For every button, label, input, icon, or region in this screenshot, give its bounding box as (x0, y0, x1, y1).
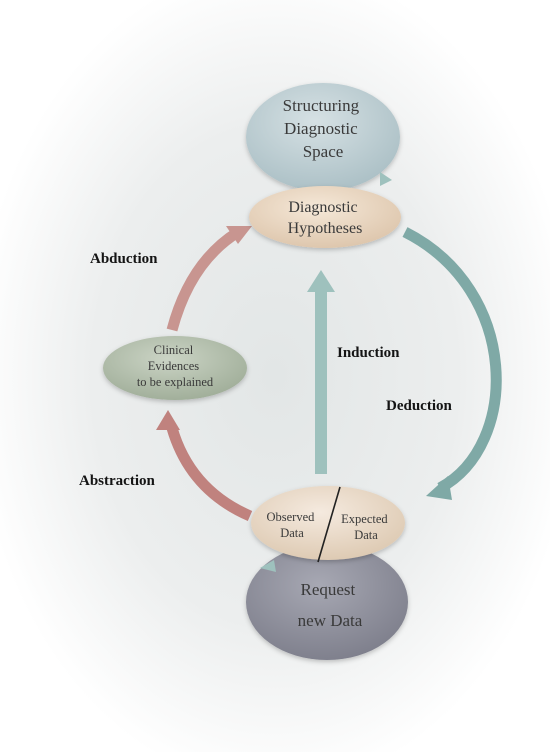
induction-arrow (307, 270, 335, 474)
abstraction-label: Abstraction (79, 473, 155, 489)
structuring-arrow-tip (380, 172, 392, 186)
abstraction-arrow (156, 410, 253, 522)
clinical-evidences-node (103, 336, 247, 400)
structuring-diagnostic-space-node (246, 83, 400, 191)
abduction-label: Abduction (90, 251, 158, 267)
clinical-node-label: Clinical Evidences to be explained (137, 343, 214, 389)
request-arrow-tip (260, 560, 276, 572)
deduction-label: Deduction (386, 398, 452, 414)
request-node-label: Request new Data (298, 580, 363, 630)
hypotheses-node-label: Diagnostic Hypotheses (288, 199, 363, 237)
expected-data-label: Expected Data (341, 512, 391, 542)
request-new-data-node (246, 544, 408, 660)
observed-expected-data-node (251, 486, 405, 560)
deduction-arrow (402, 227, 502, 500)
structuring-node-label: Structuring Diagnostic Space (283, 96, 364, 161)
diagnostic-hypotheses-node (249, 186, 401, 248)
abduction-arrow (166, 226, 252, 332)
induction-label: Induction (337, 345, 400, 361)
observed-data-label: Observed Data (266, 510, 317, 540)
data-divider-line (317, 486, 341, 563)
